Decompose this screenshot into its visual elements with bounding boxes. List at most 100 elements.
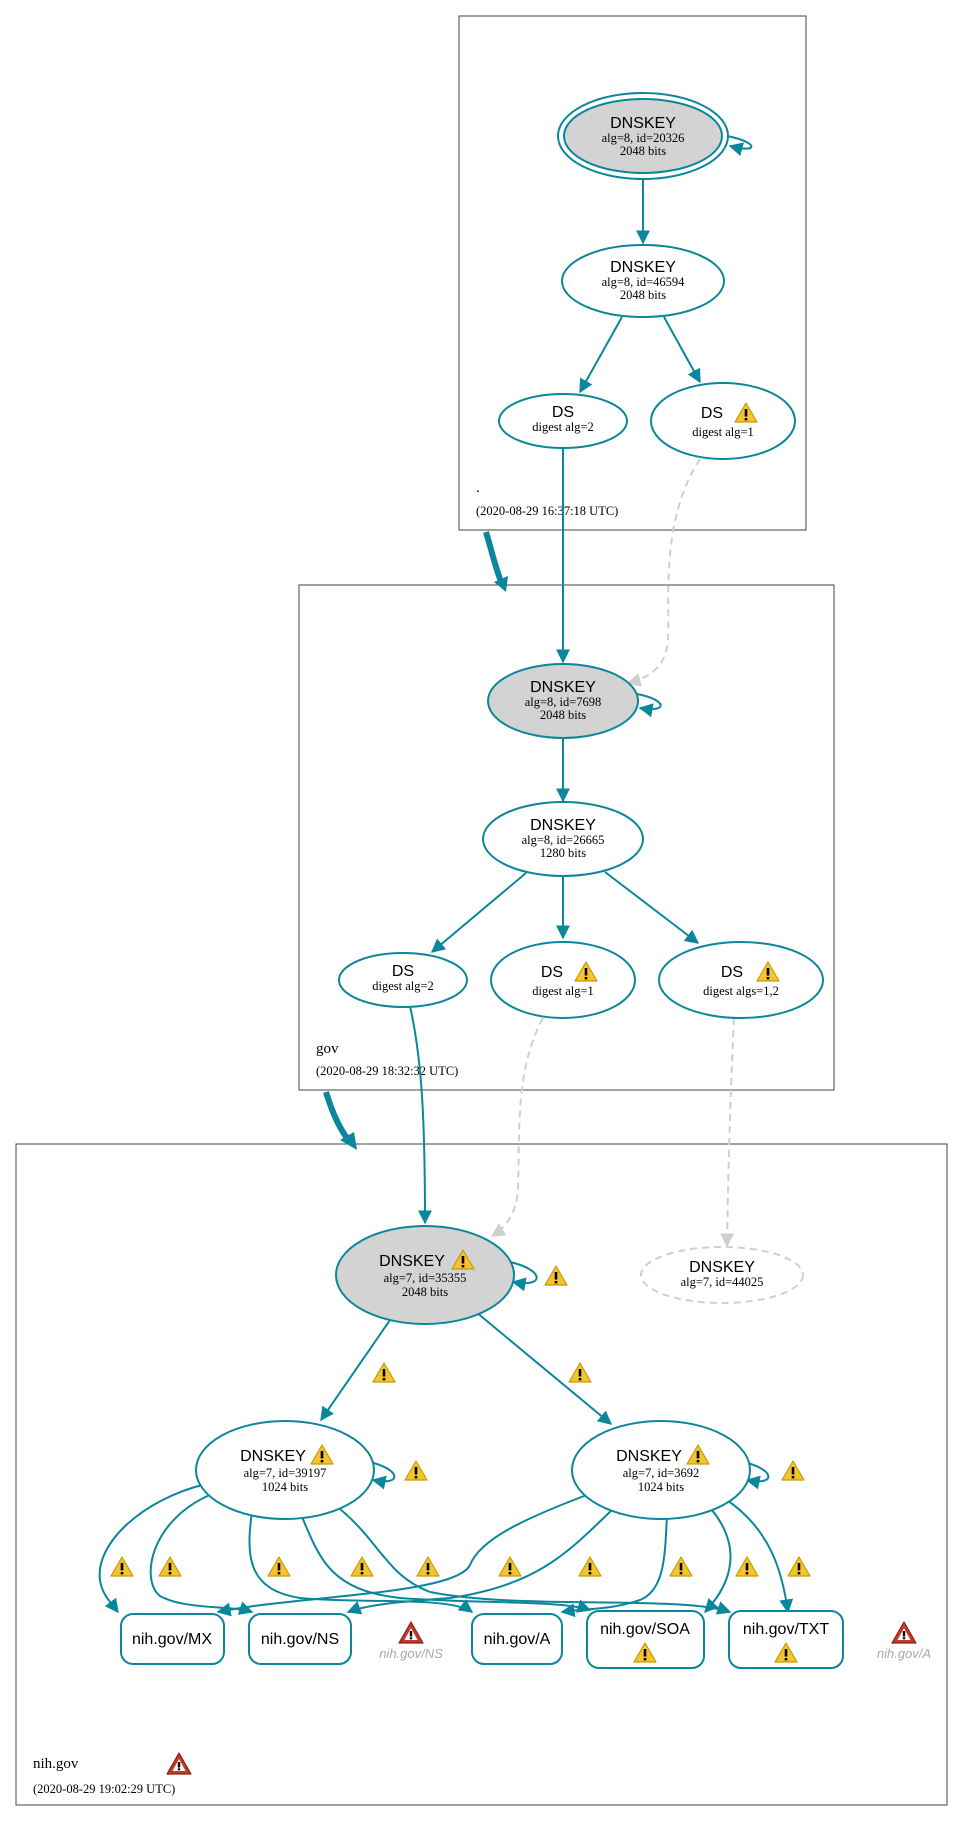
node-root-zsk: DNSKEY alg=8, id=46594 2048 bits [561, 244, 725, 318]
warning-icon [498, 1556, 522, 1577]
rrset-txt: nih.gov/TXT [728, 1610, 844, 1669]
edge-zsk2-soa [704, 1509, 732, 1614]
node-nih-ksk-bits: 2048 bits [402, 1285, 448, 1299]
edge-zsk1-a [248, 1511, 474, 1613]
node-nih-ksk-title: DNSKEY [379, 1253, 445, 1270]
node-gov-ksk: DNSKEY alg=8, id=7698 2048 bits [487, 663, 639, 739]
edge-gov-ds2-nihksk [409, 1005, 432, 1225]
warning-icon [267, 1556, 291, 1577]
node-nih-ksk: DNSKEY alg=7, id=35355 2048 bits [335, 1225, 515, 1325]
error-icon [166, 1752, 192, 1775]
rrset-ns: nih.gov/NS [248, 1613, 352, 1665]
warning-icon [787, 1556, 811, 1577]
node-gov-zsk-alg: alg=8, id=26665 [522, 833, 605, 847]
node-gov-ds2-title: DS [392, 963, 414, 980]
node-gov-ds1: DS digest alg=1 [490, 941, 636, 1019]
edge-zsk2-ns [346, 1507, 615, 1615]
rrset-a-ghost-label: nih.gov/A [877, 1646, 931, 1661]
rrset-mx: nih.gov/MX [120, 1613, 225, 1665]
node-nih-zsk2: DNSKEY alg=7, id=3692 1024 bits [571, 1420, 751, 1520]
delegation-arrowhead-root-gov [494, 576, 508, 592]
edge-zsk2-a [560, 1513, 668, 1618]
node-gov-zsk: DNSKEY alg=8, id=26665 1280 bits [482, 801, 644, 877]
edge-zsk1-txt [334, 1504, 732, 1615]
node-gov-ds12-title: DS [721, 964, 743, 981]
node-nih-zsk1-title: DNSKEY [240, 1448, 306, 1465]
node-root-ksk-alg: alg=8, id=20326 [602, 131, 685, 145]
edge-gov-ds1-nihksk [490, 1017, 544, 1237]
node-nih-missing-title: DNSKEY [689, 1259, 755, 1276]
edge-nih-ksk-self [509, 1261, 538, 1292]
edge-zsk2-txt [726, 1499, 794, 1614]
node-root-zsk-alg: alg=8, id=46594 [602, 275, 686, 289]
zone-gov-box [298, 584, 835, 1091]
zone-root-name: . [476, 480, 480, 496]
zone-nihgov-name: nih.gov [33, 1756, 79, 1772]
edge-gov-ds12-nihmissing [720, 1017, 735, 1248]
node-root-ds1-digest: digest alg=1 [692, 425, 754, 439]
edge-gov-ksk-self [636, 693, 662, 718]
node-root-ds2: DS digest alg=2 [498, 393, 628, 449]
rrset-ns-label: nih.gov/NS [261, 1631, 339, 1648]
node-gov-zsk-bits: 1280 bits [540, 846, 586, 860]
node-nih-zsk2-bits: 1024 bits [638, 1480, 684, 1494]
delegation-arrowhead-gov-nih [340, 1132, 357, 1150]
warning-icon [578, 1556, 602, 1577]
warning-icon [544, 1265, 568, 1286]
warning-icon [568, 1362, 592, 1383]
edge-root-ksk-self [726, 135, 753, 157]
warning-icon [350, 1556, 374, 1577]
node-nih-zsk2-title: DNSKEY [616, 1448, 682, 1465]
node-root-ds1: DS digest alg=1 [650, 382, 796, 460]
warning-icon [781, 1460, 805, 1481]
edge-zsk2-mx [216, 1492, 593, 1617]
node-gov-zsk-title: DNSKEY [530, 817, 596, 834]
zone-root: . (2020-08-29 16:37:18 UTC) [458, 15, 807, 531]
zone-gov-timestamp: (2020-08-29 18:32:32 UTC) [316, 1064, 458, 1078]
rrset-soa-label: nih.gov/SOA [600, 1621, 690, 1638]
warning-icon [158, 1556, 182, 1577]
rrset-mx-label: nih.gov/MX [132, 1631, 212, 1648]
rrset-a-error: nih.gov/A [877, 1621, 931, 1661]
node-nih-zsk2-alg: alg=7, id=3692 [623, 1466, 700, 1480]
delegation-arrow-root-gov [483, 531, 505, 586]
warning-icon [110, 1556, 134, 1577]
edge-gov-zsk-ds2 [430, 872, 527, 953]
warning-icon [404, 1460, 428, 1481]
node-gov-ds2-digest: digest alg=2 [372, 979, 434, 993]
node-nih-zsk1-bits: 1024 bits [262, 1480, 308, 1494]
node-nih-missing-alg: alg=7, id=44025 [681, 1275, 764, 1289]
edge-nih-ksk-zsk1 [320, 1319, 391, 1422]
zone-root-box [458, 15, 807, 531]
node-nih-missing: DNSKEY alg=7, id=44025 [640, 1246, 804, 1304]
rrset-ns-error: nih.gov/NS [379, 1621, 443, 1661]
warning-icon [372, 1362, 396, 1383]
error-icon [398, 1621, 424, 1644]
node-gov-ds12-digest: digest algs=1,2 [703, 984, 779, 998]
warning-icon [669, 1556, 693, 1577]
node-root-ksk: DNSKEY alg=8, id=20326 2048 bits [557, 92, 729, 180]
node-gov-ksk-title: DNSKEY [530, 679, 596, 696]
node-gov-ds1-title: DS [541, 964, 563, 981]
rrset-ns-ghost-label: nih.gov/NS [379, 1646, 443, 1661]
rrset-a-label: nih.gov/A [484, 1631, 551, 1648]
error-icon [891, 1621, 917, 1644]
edge-nih-zsk2-self [743, 1461, 770, 1490]
rrset-soa: nih.gov/SOA [586, 1610, 705, 1669]
zone-gov: gov (2020-08-29 18:32:32 UTC) [298, 584, 835, 1091]
node-root-ksk-bits: 2048 bits [620, 144, 666, 158]
edge-root-zsk-ds1 [663, 316, 701, 384]
node-root-zsk-bits: 2048 bits [620, 288, 666, 302]
rrset-txt-label: nih.gov/TXT [743, 1621, 829, 1638]
node-root-ds1-title: DS [701, 405, 723, 422]
zone-gov-name: gov [316, 1041, 339, 1057]
edge-root-zsk-ds2 [579, 316, 623, 394]
node-gov-ds12: DS digest algs=1,2 [658, 941, 824, 1019]
node-gov-ksk-bits: 2048 bits [540, 708, 586, 722]
node-root-ds2-title: DS [552, 404, 574, 421]
node-gov-ds2: DS digest alg=2 [338, 952, 468, 1008]
warning-icon [416, 1556, 440, 1577]
edge-zsk1-soa [299, 1511, 592, 1613]
node-root-zsk-title: DNSKEY [610, 259, 676, 276]
edge-zsk1-mx [98, 1483, 207, 1614]
